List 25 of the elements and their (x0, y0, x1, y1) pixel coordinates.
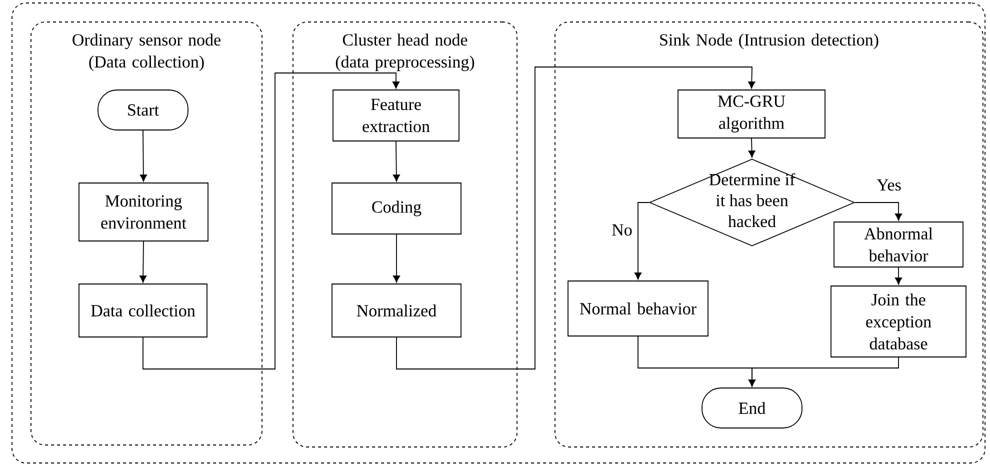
arrow (142, 72, 400, 370)
arrow (140, 130, 147, 182)
arrow (894, 267, 902, 285)
process-box: Monitoring environment (78, 182, 208, 242)
outer-frame (12, 2, 986, 464)
process-box: Normal behavior (568, 280, 708, 336)
process-box: Normalized (332, 284, 462, 338)
edge-label: No (610, 223, 634, 237)
process-box: Data collection (78, 284, 208, 338)
arrow (748, 357, 899, 387)
arrow (140, 241, 147, 283)
process-box: MC-GRU algorithm (678, 90, 826, 138)
arrow (854, 202, 902, 221)
edge-label: Yes (876, 178, 902, 192)
process-box: Feature extraction (332, 90, 460, 142)
end-terminal: End (702, 388, 802, 428)
arrow (392, 234, 400, 283)
arrow (396, 66, 756, 370)
process-box: Coding (332, 182, 462, 234)
arrow (748, 138, 756, 158)
arrow (634, 202, 650, 280)
process-box: Abnormal behavior (834, 222, 964, 268)
arrow (392, 141, 400, 182)
start-terminal: Start (98, 90, 188, 130)
process-box: Join the exception database (830, 286, 966, 358)
